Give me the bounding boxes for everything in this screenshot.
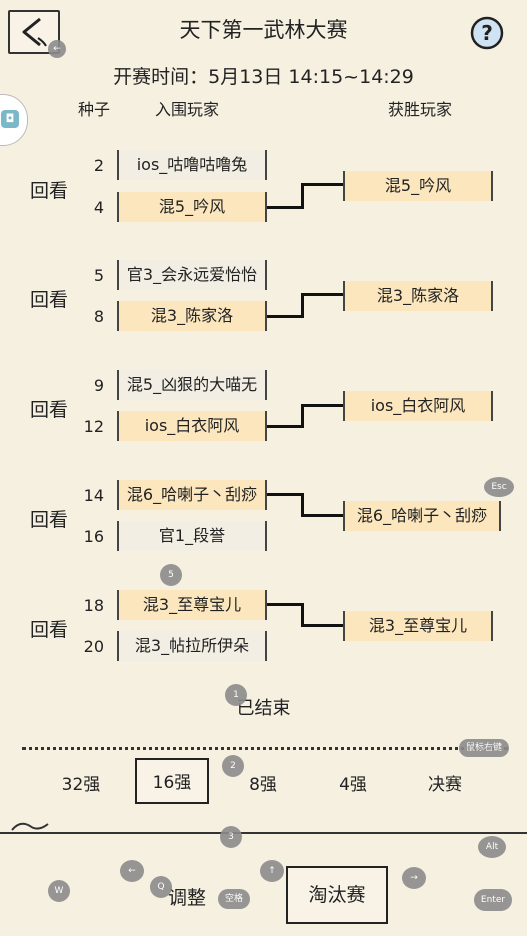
back-arrow-icon xyxy=(22,17,47,47)
tab-round-8[interactable]: 8强 xyxy=(249,775,277,795)
key-hint-left-arrow: ← xyxy=(120,860,144,882)
bracket-line xyxy=(301,183,343,186)
replay-button[interactable]: 回看 xyxy=(30,289,69,311)
key-hint-enter: Enter xyxy=(474,889,512,911)
seed-number: 16 xyxy=(83,527,104,546)
key-hint-space: 空格 xyxy=(218,889,250,909)
app-icon: ◘ xyxy=(1,110,19,128)
key-hint-alt: Alt xyxy=(478,836,506,858)
bracket-line xyxy=(267,493,303,496)
player-entry[interactable]: 混5_吟风 xyxy=(117,192,267,222)
bracket-line xyxy=(301,514,343,517)
svg-text:?: ? xyxy=(481,21,493,45)
column-entrants: 入围玩家 xyxy=(155,100,220,119)
seed-number: 20 xyxy=(83,637,104,656)
ink-swirl-icon xyxy=(11,822,49,831)
seed-number: 18 xyxy=(83,596,104,615)
side-app-icon[interactable]: ◘ xyxy=(0,94,28,146)
key-hint-w: W xyxy=(48,880,70,902)
status-text: 已结束 xyxy=(236,698,291,719)
elimination-button[interactable]: 淘汰赛 xyxy=(286,866,388,924)
player-entry[interactable]: 混5_凶狠的大喵无 xyxy=(117,370,267,400)
player-entry[interactable]: ios_咕噜咕噜兔 xyxy=(117,150,267,180)
player-entry[interactable]: 混3_陈家洛 xyxy=(117,301,267,331)
seed-number: 8 xyxy=(93,307,104,326)
tab-round-32[interactable]: 32强 xyxy=(61,775,101,795)
back-button[interactable] xyxy=(8,10,60,54)
player-entry[interactable]: 混6_哈喇子丶刮痧 xyxy=(117,480,267,510)
bracket-line xyxy=(267,425,303,428)
key-hint-mouse: 鼠标右键 xyxy=(459,739,509,757)
bracket-line xyxy=(301,404,343,407)
replay-button[interactable]: 回看 xyxy=(30,509,69,531)
winner-entry[interactable]: 混5_吟风 xyxy=(343,171,493,201)
divider xyxy=(0,832,527,834)
player-entry[interactable]: 官1_段誉 xyxy=(117,521,267,551)
winner-entry[interactable]: 混3_至尊宝儿 xyxy=(343,611,493,641)
help-icon: ? xyxy=(470,16,504,50)
player-entry[interactable]: 混3_至尊宝儿 xyxy=(117,590,267,620)
key-hint-3: 3 xyxy=(220,826,242,848)
replay-button[interactable]: 回看 xyxy=(30,180,69,202)
adjust-button[interactable]: 调整 xyxy=(168,887,207,909)
key-hint-esc: Esc xyxy=(484,477,514,497)
seed-number: 12 xyxy=(83,417,104,436)
help-button[interactable]: ? xyxy=(470,16,504,50)
key-hint-left: ← xyxy=(48,40,66,58)
winner-entry[interactable]: 混3_陈家洛 xyxy=(343,281,493,311)
winner-entry[interactable]: ios_白衣阿风 xyxy=(343,391,493,421)
bracket-line xyxy=(267,603,303,606)
bracket-line xyxy=(301,404,304,428)
bracket-line xyxy=(301,293,304,318)
key-hint-up-arrow: ↑ xyxy=(260,860,284,882)
tab-final[interactable]: 决赛 xyxy=(428,775,462,795)
player-entry[interactable]: ios_白衣阿风 xyxy=(117,411,267,441)
seed-number: 9 xyxy=(93,376,104,395)
bracket-line xyxy=(301,603,304,627)
bracket-line xyxy=(301,183,304,209)
key-hint-q: Q xyxy=(150,876,172,898)
player-entry[interactable]: 混3_帖拉所伊朵 xyxy=(117,631,267,661)
tab-round-16[interactable]: 16强 xyxy=(135,758,209,804)
seed-number: 2 xyxy=(93,156,104,175)
replay-button[interactable]: 回看 xyxy=(30,619,69,641)
replay-button[interactable]: 回看 xyxy=(30,399,69,421)
column-winners: 获胜玩家 xyxy=(388,100,453,119)
bracket-line xyxy=(267,206,303,209)
key-hint-2: 2 xyxy=(222,755,244,777)
schedule-time: 开赛时间：5月13日 14:15~14:29 xyxy=(113,66,414,88)
player-entry[interactable]: 官3_会永远爱怡怡 xyxy=(117,260,267,290)
bracket-line xyxy=(301,493,304,517)
key-hint-5: 5 xyxy=(160,564,182,586)
page-title: 天下第一武林大赛 xyxy=(179,18,348,42)
column-seed: 种子 xyxy=(78,100,111,119)
seed-number: 5 xyxy=(93,266,104,285)
key-hint-1: 1 xyxy=(225,684,247,706)
seed-number: 14 xyxy=(83,486,104,505)
winner-entry[interactable]: 混6_哈喇子丶刮痧 xyxy=(343,501,501,531)
tab-round-4[interactable]: 4强 xyxy=(339,775,367,795)
seed-number: 4 xyxy=(93,198,104,217)
bracket-line xyxy=(301,624,343,627)
divider xyxy=(22,747,508,750)
key-hint-right-arrow: → xyxy=(402,867,426,889)
bracket-line xyxy=(267,315,303,318)
bracket-line xyxy=(301,293,343,296)
